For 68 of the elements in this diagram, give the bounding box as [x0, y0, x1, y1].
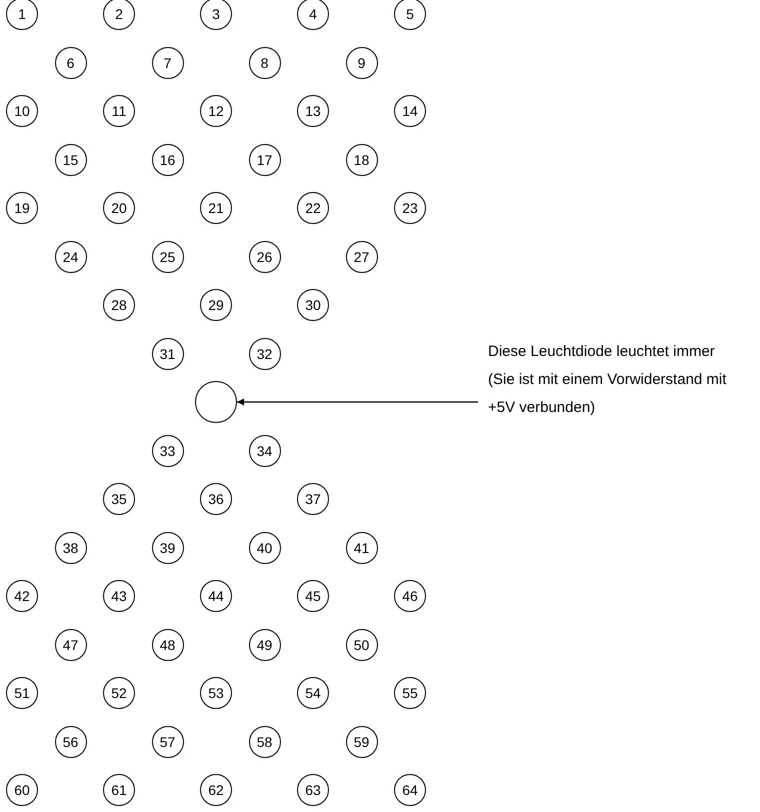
- led-circle: 4: [297, 0, 329, 30]
- led-circle: 60: [6, 774, 38, 806]
- led-circle: 39: [152, 532, 184, 564]
- led-circle: 22: [297, 192, 329, 224]
- led-circle: 7: [152, 46, 184, 78]
- led-circle: 43: [103, 580, 135, 612]
- led-circle: 19: [6, 192, 38, 224]
- led-circle: 1: [6, 0, 38, 30]
- led-circle: 26: [248, 240, 280, 272]
- led-circle: 20: [103, 192, 135, 224]
- led-circle: 38: [54, 532, 86, 564]
- led-circle: [195, 381, 237, 423]
- led-circle: 50: [346, 628, 378, 660]
- led-circle: 5: [394, 0, 426, 30]
- led-circle: 44: [200, 580, 232, 612]
- led-circle: 63: [297, 774, 329, 806]
- led-circle: 30: [297, 289, 329, 321]
- led-circle: 11: [103, 95, 135, 127]
- led-circle: 37: [297, 483, 329, 515]
- led-circle: 41: [346, 532, 378, 564]
- led-circle: 29: [200, 289, 232, 321]
- led-circle: 61: [103, 774, 135, 806]
- led-circle: 48: [152, 628, 184, 660]
- led-circle: 16: [152, 144, 184, 176]
- led-circle: 27: [346, 240, 378, 272]
- led-circle: 64: [394, 774, 426, 806]
- led-circle: 18: [346, 144, 378, 176]
- led-circle: 25: [152, 240, 184, 272]
- led-circle: 59: [346, 726, 378, 758]
- led-circle: 23: [394, 192, 426, 224]
- led-circle: 32: [248, 338, 280, 370]
- led-circle: 45: [297, 580, 329, 612]
- led-circle: 42: [6, 580, 38, 612]
- led-circle: 31: [152, 338, 184, 370]
- led-circle: 49: [248, 628, 280, 660]
- led-circle: 6: [54, 46, 86, 78]
- led-circle: 62: [200, 774, 232, 806]
- led-circle: 13: [297, 95, 329, 127]
- led-circle: 52: [103, 677, 135, 709]
- led-circle: 14: [394, 95, 426, 127]
- led-circle: 51: [6, 677, 38, 709]
- led-circle: 36: [200, 483, 232, 515]
- led-circle: 9: [346, 46, 378, 78]
- led-circle: 55: [394, 677, 426, 709]
- annotation-text: Diese Leuchtdiode leuchtet immer: [488, 342, 716, 362]
- led-circle: 53: [200, 677, 232, 709]
- led-circle: 15: [54, 144, 86, 176]
- led-circle: 54: [297, 677, 329, 709]
- led-circle: 12: [200, 95, 232, 127]
- arrow: [237, 398, 478, 406]
- led-circle: 17: [248, 144, 280, 176]
- led-circle: 28: [103, 289, 135, 321]
- led-circle: 34: [248, 434, 280, 466]
- led-circle: 21: [200, 192, 232, 224]
- led-circle: 35: [103, 483, 135, 515]
- led-circle: 24: [54, 240, 86, 272]
- annotation-text: (Sie ist mit einem Vorwiderstand mit +5V verbunden): [488, 370, 728, 418]
- led-circle: 58: [248, 726, 280, 758]
- led-circle: 40: [248, 532, 280, 564]
- led-circle: 57: [152, 726, 184, 758]
- led-circle: 10: [6, 95, 38, 127]
- led-circle: 2: [103, 0, 135, 30]
- led-circle: 56: [54, 726, 86, 758]
- led-circle: 33: [152, 434, 184, 466]
- led-circle: 8: [248, 46, 280, 78]
- led-circle: 3: [200, 0, 232, 30]
- led-circle: 46: [394, 580, 426, 612]
- led-circle: 47: [54, 628, 86, 660]
